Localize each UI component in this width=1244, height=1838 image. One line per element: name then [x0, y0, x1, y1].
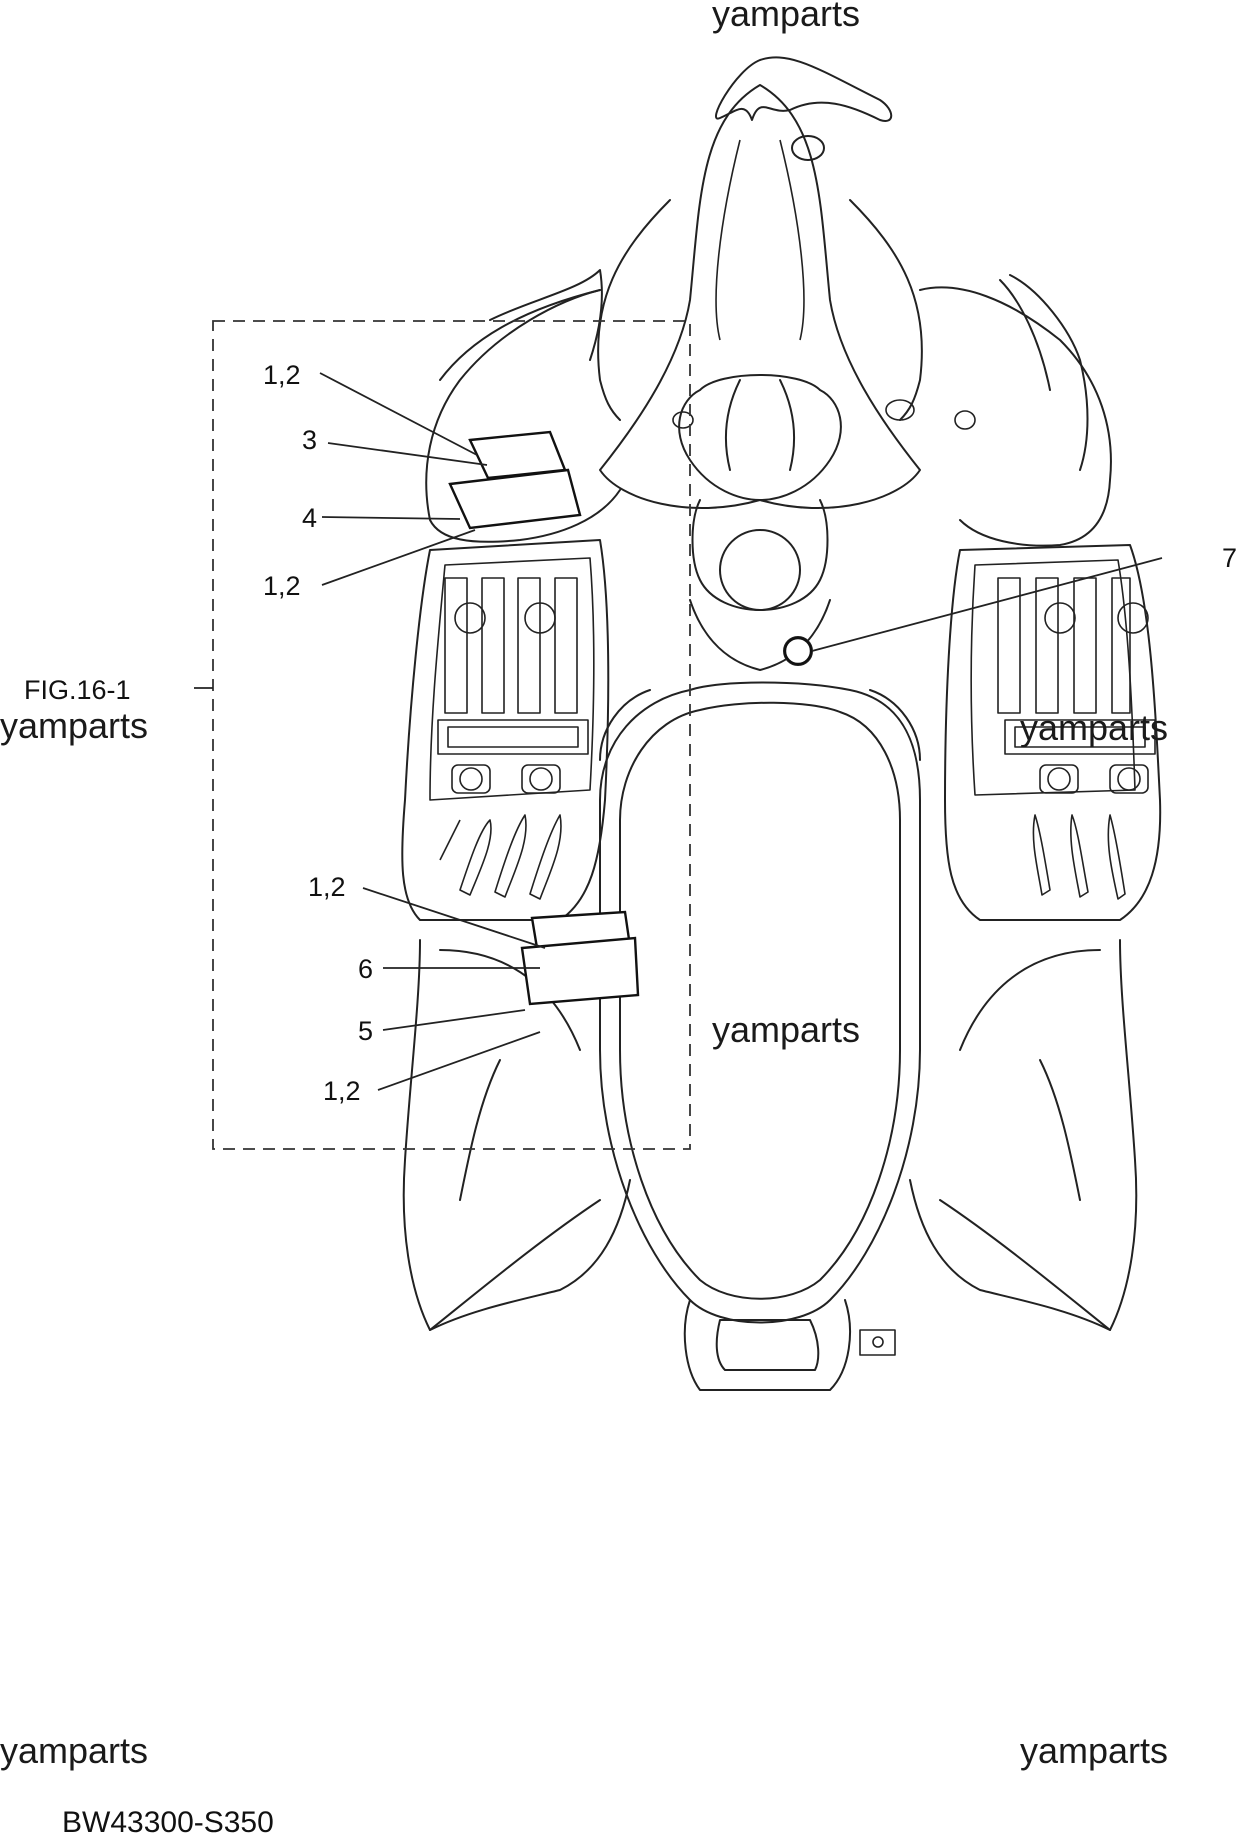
callout-1-2-mid: 1,2: [263, 571, 301, 601]
callout-3: 3: [302, 425, 317, 455]
fig-boundary: [212, 320, 691, 1150]
callout-7: 7: [1222, 543, 1237, 573]
callout-1-2-low: 1,2: [308, 872, 346, 902]
callout-1-2-top: 1,2: [263, 360, 301, 390]
watermark-top: yamparts: [712, 0, 860, 34]
watermark-center: yamparts: [712, 1009, 860, 1050]
watermark-bottom-left: yamparts: [0, 1730, 148, 1771]
decal-7: [783, 636, 813, 666]
part-code: BW43300-S350: [62, 1806, 274, 1838]
callout-4: 4: [302, 503, 317, 533]
callout-5: 5: [358, 1016, 373, 1046]
callout-6: 6: [358, 954, 373, 984]
watermark-bottom-right: yamparts: [1020, 1730, 1168, 1771]
figure-reference: FIG.16-1: [24, 675, 131, 705]
leader-lines: [194, 372, 1163, 1091]
decal-4: [448, 468, 582, 530]
watermark-left: yamparts: [0, 705, 148, 746]
decal-5: [520, 936, 640, 1006]
atv-body-drawing: [401, 56, 1162, 1391]
callout-1-2-bottom: 1,2: [323, 1076, 361, 1106]
watermark-right: yamparts: [1020, 707, 1168, 748]
